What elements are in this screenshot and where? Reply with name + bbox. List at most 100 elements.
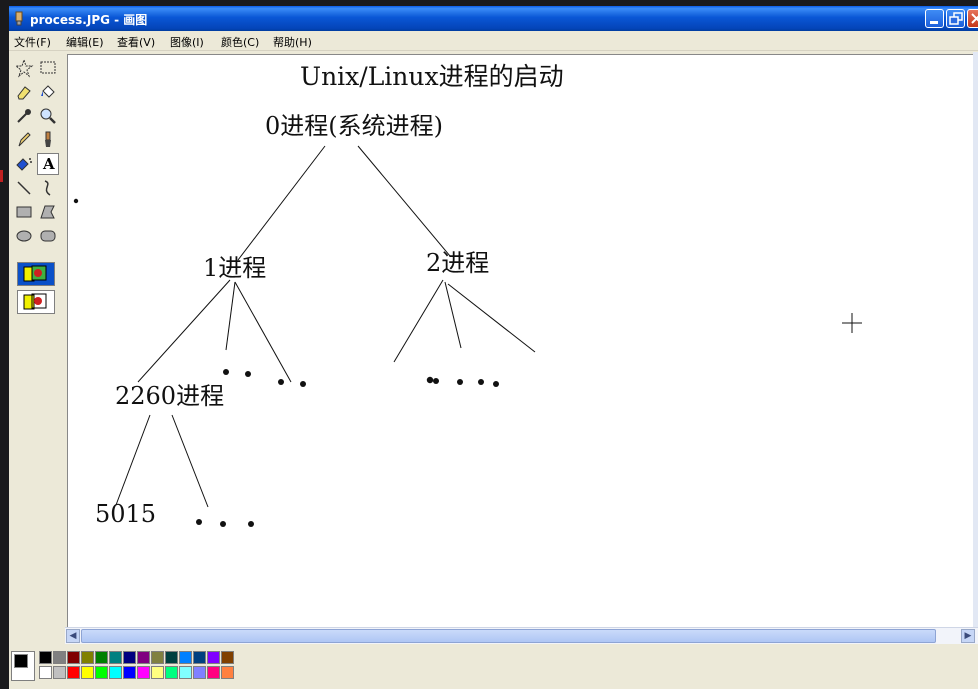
eraser-icon [17,86,31,100]
polygon-tool[interactable] [37,201,59,223]
horizontal-scrollbar[interactable]: ◀ ▶ [65,627,978,644]
curve-icon [44,180,51,196]
transparency-option-opaque[interactable] [17,262,55,286]
eraser-tool[interactable] [13,81,35,103]
ellipse-tool[interactable] [13,225,35,247]
toolbox: A [11,54,67,634]
palette-swatch[interactable] [151,666,164,679]
p1-dot-3 [278,379,284,385]
p2260-dot-3 [248,521,254,527]
diagram-title: Unix/Linux进程的启动 [300,62,564,91]
palette-swatch[interactable] [123,651,136,664]
pencil-icon [18,132,31,147]
rectangle-tool[interactable] [13,201,35,223]
minimize-icon [930,21,938,24]
opaque-option-icon [23,265,47,282]
p2-dot-3 [457,379,463,385]
palette-swatch[interactable] [53,666,66,679]
transparency-option-transparent[interactable] [17,290,55,314]
minimize-button[interactable] [925,9,944,28]
palette-swatch[interactable] [67,651,80,664]
close-button[interactable] [967,9,978,28]
palette-swatch[interactable] [207,651,220,664]
palette-swatch[interactable] [137,651,150,664]
palette-swatch[interactable] [95,666,108,679]
menu-file[interactable]: 文件(F) [14,36,51,49]
palette-swatch[interactable] [95,651,108,664]
menu-help[interactable]: 帮助(H) [273,36,312,49]
p2260-dot-2 [220,521,226,527]
palette-swatch[interactable] [39,666,52,679]
rect-select-icon [40,61,56,74]
palette-swatch[interactable] [137,666,150,679]
transparent-option-icon [23,293,47,310]
close-icon [971,13,978,24]
edge-p2260-child2 [171,414,209,508]
edge-p1-p2260 [137,279,231,383]
pencil-tool[interactable] [13,129,35,151]
palette-swatch[interactable] [221,651,234,664]
star-select-icon [14,58,34,78]
brush-tool[interactable] [37,129,59,151]
line-tool[interactable] [13,177,35,199]
palette-swatch[interactable] [109,666,122,679]
palette-swatch[interactable] [109,651,122,664]
stray-dot [73,198,79,204]
menu-image[interactable]: 图像(I) [170,36,204,49]
palette-swatch[interactable] [179,651,192,664]
palette-swatch[interactable] [221,666,234,679]
select-tool[interactable] [37,57,59,79]
palette-swatch[interactable] [207,666,220,679]
menu-colors[interactable]: 颜色(C) [221,36,260,49]
title-bar[interactable]: process.JPG - 画图 [9,6,978,31]
restore-icon [949,12,963,25]
edge-p1-child2 [225,281,236,351]
scroll-right-button[interactable]: ▶ [961,629,975,643]
paint-app-icon [15,11,23,26]
airbrush-tool[interactable] [13,153,35,175]
node-process-1: 1进程 [203,254,266,282]
palette-swatch[interactable] [39,651,52,664]
palette-swatch[interactable] [53,651,66,664]
color-palette [9,646,978,689]
restore-button[interactable] [946,9,965,28]
pick-color-tool[interactable] [13,105,35,127]
rounded-rectangle-tool[interactable] [37,225,59,247]
palette-swatch[interactable] [165,651,178,664]
free-form-select-tool[interactable] [13,57,35,79]
palette-swatch[interactable] [165,666,178,679]
text-tool[interactable]: A [37,153,59,175]
menu-edit[interactable]: 编辑(E) [66,36,104,49]
edge-p2260-5015 [115,414,151,506]
edge-p2-child3 [447,283,536,353]
palette-swatch[interactable] [81,651,94,664]
palette-swatch[interactable] [193,651,206,664]
palette-swatch[interactable] [193,666,206,679]
rounded-rectangle-icon [40,230,56,242]
node-process-5015: 5015 [95,500,156,528]
current-colors[interactable] [11,651,35,681]
drawing-canvas[interactable]: Unix/Linux进程的启动 0进程(系统进程) 1进程 2进程 2260进程… [67,54,973,633]
palette-swatch[interactable] [151,651,164,664]
curve-tool[interactable] [37,177,59,199]
palette-swatch[interactable] [67,666,80,679]
rectangle-icon [16,206,32,218]
edge-p2-child1 [393,279,444,363]
window-title: process.JPG - 画图 [30,13,148,27]
palette-swatch[interactable] [123,666,136,679]
vertical-scrollbar[interactable] [973,52,978,634]
fill-tool[interactable] [37,81,59,103]
palette-swatch[interactable] [81,666,94,679]
scrollbar-thumb[interactable] [81,629,936,643]
edge-root-p2 [357,145,451,257]
paint-window: process.JPG - 画图 文件(F) 编辑(E) 查看(V) 图像(I)… [9,6,978,689]
crosshair-cursor-icon [842,313,862,333]
canvas-area: Unix/Linux进程的启动 0进程(系统进程) 1进程 2进程 2260进程… [65,52,974,634]
palette-swatch[interactable] [179,666,192,679]
brush-icon [45,131,51,147]
node-process-2: 2进程 [426,249,489,277]
menu-view[interactable]: 查看(V) [117,36,156,49]
scroll-left-button[interactable]: ◀ [66,629,80,643]
magnifier-icon [40,108,56,124]
magnifier-tool[interactable] [37,105,59,127]
